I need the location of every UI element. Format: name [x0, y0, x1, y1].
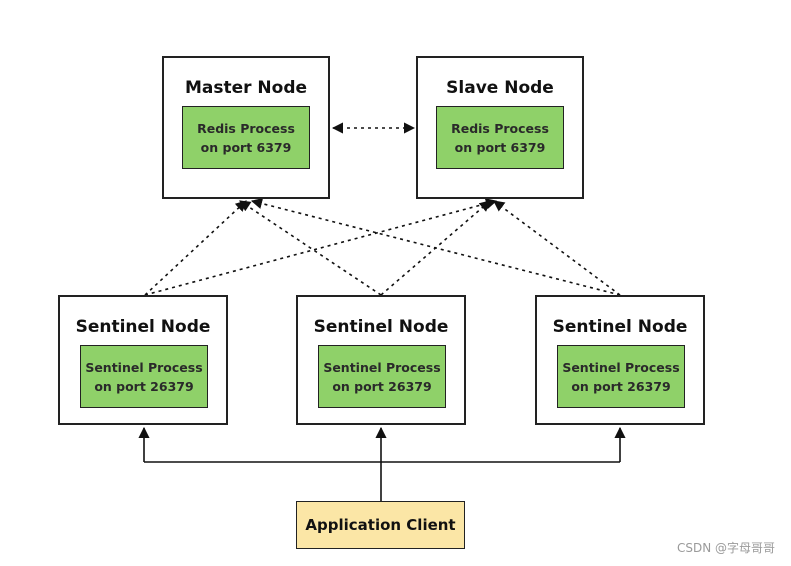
master-process-line-2: on port 6379 [200, 139, 292, 155]
monitor-link-s3-slave [493, 200, 621, 296]
client-links [138, 426, 626, 501]
monitor-link-s3-master [250, 198, 621, 296]
sentinel-node-3: Sentinel Node Sentinel Process on port 2… [535, 295, 705, 425]
sentinel-3-process-line-1: Sentinel Process [562, 359, 680, 375]
slave-redis-process: Redis Process on port 6379 [436, 106, 564, 169]
sentinel-3-process-line-2: on port 26379 [571, 378, 671, 394]
watermark: CSDN @字母哥哥 [676, 541, 775, 555]
sentinel-1-process-line-1: Sentinel Process [85, 359, 203, 375]
monitor-link-s1-slave [144, 198, 498, 296]
master-node-title: Master Node [184, 78, 308, 98]
application-client: Application Client [296, 501, 465, 549]
sentinel-2-process-line-2: on port 26379 [332, 378, 432, 394]
sentinel-2-process: Sentinel Process on port 26379 [318, 345, 446, 408]
sentinel-node-3-title: Sentinel Node [552, 317, 688, 337]
sentinel-node-2: Sentinel Node Sentinel Process on port 2… [296, 295, 466, 425]
master-redis-process: Redis Process on port 6379 [182, 106, 310, 169]
sentinel-3-process: Sentinel Process on port 26379 [557, 345, 685, 408]
monitor-link-s2-master [239, 200, 382, 296]
sentinel-node-2-title: Sentinel Node [313, 317, 449, 337]
slave-process-line-1: Redis Process [451, 120, 549, 136]
slave-node-title: Slave Node [446, 78, 554, 98]
sentinel-1-process-line-2: on port 26379 [94, 378, 194, 394]
master-process-line-1: Redis Process [197, 120, 295, 136]
application-client-label: Application Client [305, 516, 456, 534]
slave-process-line-2: on port 6379 [454, 139, 546, 155]
sentinel-2-process-line-1: Sentinel Process [323, 359, 441, 375]
sentinel-node-1: Sentinel Node Sentinel Process on port 2… [58, 295, 228, 425]
monitor-links [144, 198, 621, 296]
monitor-link-s1-master [144, 200, 247, 296]
master-node: Master Node Redis Process on port 6379 [162, 56, 330, 199]
sentinel-1-process: Sentinel Process on port 26379 [80, 345, 208, 408]
sentinel-node-1-title: Sentinel Node [75, 317, 211, 337]
slave-node: Slave Node Redis Process on port 6379 [416, 56, 584, 199]
